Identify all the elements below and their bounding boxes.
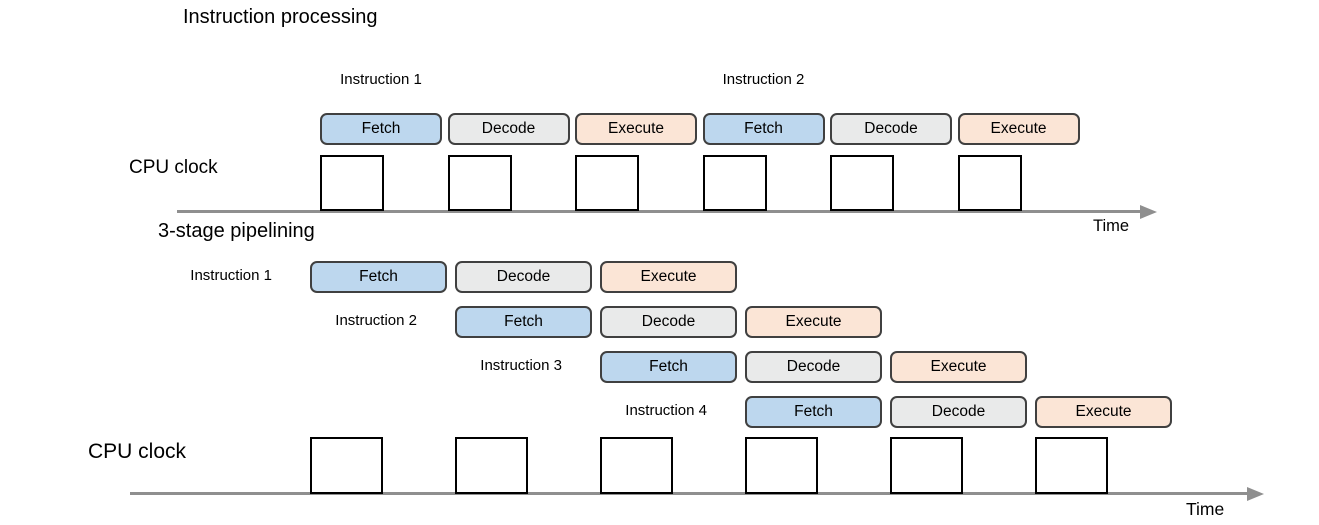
top-time-label: Time xyxy=(1093,217,1130,235)
clock-pulse xyxy=(600,437,673,494)
stage-box-decode: Decode xyxy=(830,113,952,145)
clock-pulse xyxy=(447,155,512,211)
top-instruction-group-label: Instruction 2 xyxy=(722,71,805,88)
clock-pulse xyxy=(320,155,384,211)
stage-box-fetch: Fetch xyxy=(702,113,825,145)
clock-pulse xyxy=(310,437,383,494)
top-cpu-clock-label: CPU clock xyxy=(129,157,218,178)
clock-pulse xyxy=(575,155,639,211)
stage-box-execute: Execute xyxy=(957,113,1080,145)
top-time-axis xyxy=(177,210,1140,213)
stage-box-execute: Execute xyxy=(600,261,737,293)
stage-box-execute: Execute xyxy=(1035,396,1172,428)
stage-box-decode: Decode xyxy=(600,306,737,338)
top-instruction-group-label: Instruction 1 xyxy=(340,71,422,88)
bottom-time-axis xyxy=(130,492,1247,495)
top-time-axis-arrow-icon xyxy=(1140,204,1157,219)
clock-pulse xyxy=(890,437,963,494)
bottom-time-label: Time xyxy=(1186,499,1225,519)
pipeline-row-label: Instruction 1 xyxy=(190,267,272,284)
pipeline-row-label: Instruction 2 xyxy=(335,312,417,329)
clock-pulse xyxy=(957,155,1022,211)
stage-box-fetch: Fetch xyxy=(310,261,447,293)
clock-pulse xyxy=(830,155,894,211)
stage-box-decode: Decode xyxy=(447,113,570,145)
pipeline-row-label: Instruction 3 xyxy=(480,357,562,374)
stage-box-execute: Execute xyxy=(890,351,1027,383)
clock-pulse xyxy=(455,437,528,494)
clock-pulse xyxy=(702,155,767,211)
stage-box-execute: Execute xyxy=(745,306,882,338)
stage-box-decode: Decode xyxy=(455,261,592,293)
pipeline-row-label: Instruction 4 xyxy=(625,402,707,419)
bottom-cpu-clock-label: CPU clock xyxy=(88,440,187,463)
top-section-title: Instruction processing xyxy=(183,6,378,28)
stage-box-fetch: Fetch xyxy=(600,351,737,383)
stage-box-fetch: Fetch xyxy=(745,396,882,428)
clock-pulse xyxy=(745,437,818,494)
stage-box-fetch: Fetch xyxy=(320,113,442,145)
stage-box-decode: Decode xyxy=(745,351,882,383)
stage-box-decode: Decode xyxy=(890,396,1027,428)
stage-box-fetch: Fetch xyxy=(455,306,592,338)
stage-box-execute: Execute xyxy=(575,113,697,145)
bottom-time-axis-arrow-icon xyxy=(1247,486,1264,501)
pipeline-section-title: 3-stage pipelining xyxy=(158,220,315,242)
clock-pulse xyxy=(1035,437,1108,494)
